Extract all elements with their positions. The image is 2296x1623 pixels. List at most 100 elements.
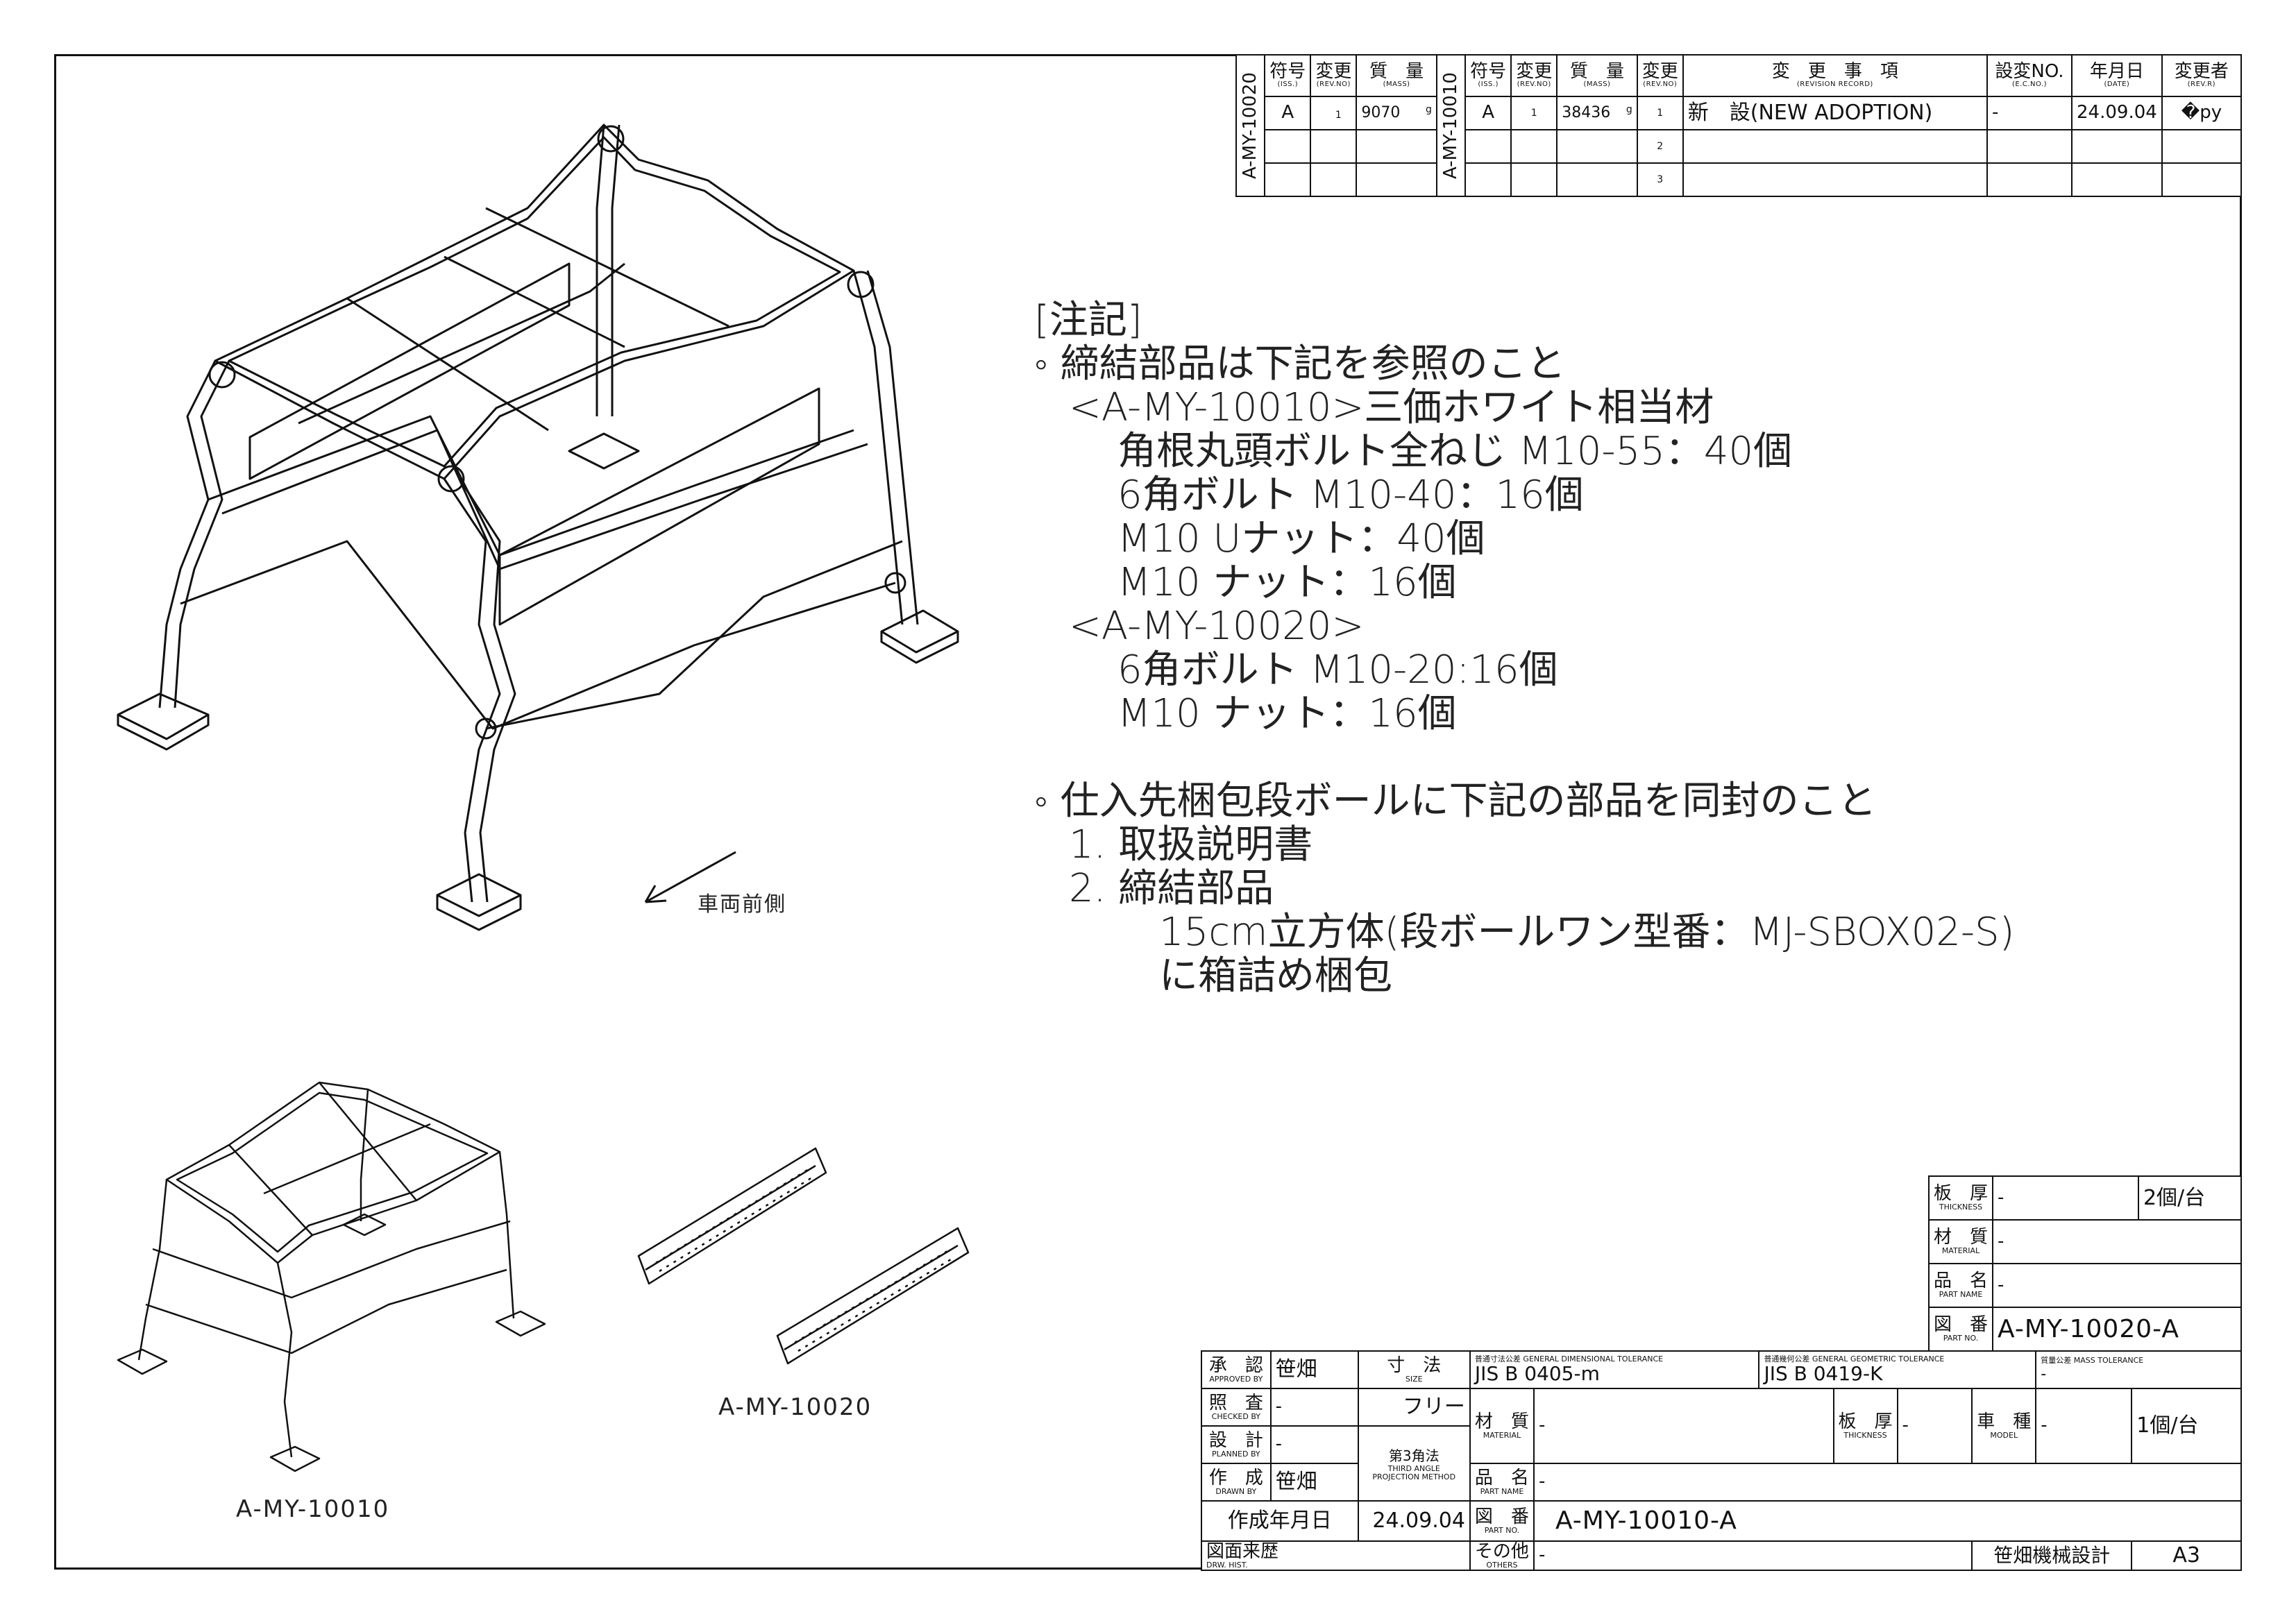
- notes-line: <A-MY-10020>: [1069, 604, 1365, 649]
- part-a-mass: 9070 g: [1356, 96, 1437, 130]
- tb-sheet: A3: [2131, 1540, 2242, 1571]
- rev-row-record: 新 設(NEW ADOPTION): [1682, 96, 1988, 130]
- hdr-mass: 質 量: [1569, 61, 1624, 83]
- tb-model-label: 車 種: [1977, 1411, 2032, 1432]
- hdr-reviser-en: (REV.R): [2187, 80, 2216, 89]
- rev-row-reviser: [2161, 162, 2243, 197]
- hdr-record: 変 更 事 項: [1771, 61, 1898, 83]
- pt-partno: A-MY-10020-A: [1992, 1307, 2242, 1352]
- part-a-issue: A: [1264, 96, 1312, 130]
- tb-geo-tol: JIS B 0419-K: [1764, 1361, 1883, 1385]
- part-b-code: A-MY-10010: [1436, 55, 1466, 196]
- hdr-rev: 変更: [1315, 61, 1352, 83]
- front-direction-label: 車両前側: [698, 892, 786, 917]
- hdr-ecno: 設変NO.: [1995, 61, 2064, 83]
- tb-others-label: その他: [1474, 1541, 1529, 1562]
- notes-line: 15cm立方体(段ボールワン型番：MJ-SBOX02-S): [1159, 910, 2015, 955]
- part-a-code: A-MY-10020: [1236, 55, 1265, 196]
- notes-line: に箱詰め梱包: [1159, 953, 1392, 999]
- pt-name: -: [1992, 1263, 2242, 1308]
- tb-model-en: MODEL: [1990, 1430, 2018, 1440]
- pt-material-label: 材 質: [1934, 1227, 1989, 1248]
- tb-material-label: 材 質: [1474, 1411, 1529, 1432]
- hdr-issue: 符号: [1470, 61, 1507, 83]
- tb-size-en: SIZE: [1405, 1374, 1423, 1384]
- tb-history-label: 図面来歴: [1206, 1541, 1279, 1562]
- rev-row-date: [2071, 129, 2163, 164]
- tb-created-label: 作成年月日: [1201, 1500, 1359, 1542]
- part-b-rev: 1: [1510, 96, 1558, 130]
- notes-heading: [注記]: [1034, 298, 1142, 343]
- tb-history-en: DRW. HIST.: [1206, 1560, 1248, 1570]
- tb-dim-tol-label: 普通寸法公差 GENERAL DIMENSIONAL TOLERANCE: [1474, 1354, 1664, 1364]
- rev-row-no: 2: [1636, 129, 1684, 164]
- notes-line: 1. 取扱説明書: [1069, 822, 1313, 867]
- tb-drawn: 笹畑: [1269, 1463, 1359, 1502]
- pt-name-en: PART NAME: [1939, 1290, 1983, 1300]
- tb-approved-label: 承 認: [1208, 1354, 1263, 1376]
- tb-name: -: [1533, 1463, 2243, 1502]
- hdr-rev: 変更: [1641, 61, 1678, 83]
- tb-drawn-label: 作 成: [1208, 1467, 1263, 1488]
- tb-planned: -: [1269, 1425, 1359, 1464]
- notes-block: [注記] ◦ 締結部品は下記を参照のこと <A-MY-10010>三価ホワイト相…: [1034, 298, 2014, 998]
- tb-created: 24.09.04: [1357, 1500, 1471, 1542]
- tb-projection-en1: THIRD ANGLE: [1387, 1464, 1440, 1474]
- hdr-mass-en: (MASS): [1383, 80, 1410, 89]
- hdr-issue: 符号: [1269, 61, 1306, 83]
- tb-approved-en: APPROVED BY: [1209, 1374, 1263, 1384]
- pt-name-label: 品 名: [1934, 1271, 1989, 1292]
- pt-partno-label: 図 番: [1934, 1314, 1989, 1336]
- tb-thickness-label: 板 厚: [1838, 1411, 1893, 1432]
- tb-material: -: [1533, 1388, 1834, 1464]
- tb-checked-en: CHECKED BY: [1211, 1411, 1261, 1421]
- frame-10010-small: [117, 1081, 546, 1472]
- notes-line: 2. 締結部品: [1069, 866, 1274, 911]
- hdr-date-en: (DATE): [2104, 80, 2130, 89]
- tb-company: 笹畑機械設計: [1971, 1540, 2133, 1571]
- part-b-mass-unit: g: [1626, 104, 1632, 116]
- notes-line: M10 ナット：16個: [1117, 691, 1457, 736]
- hdr-rev-en: (REV.NO): [1316, 80, 1351, 89]
- tb-projection-en2: PROJECTION METHOD: [1372, 1472, 1456, 1481]
- hdr-mass: 質 量: [1369, 61, 1424, 83]
- pt-thickness-en: THICKNESS: [1939, 1203, 1983, 1212]
- tb-others-en: OTHERS: [1486, 1560, 1518, 1570]
- hdr-rev: 変更: [1516, 61, 1553, 83]
- rev-row-no: 3: [1636, 162, 1684, 197]
- tb-drawn-en: DRAWN BY: [1215, 1486, 1257, 1496]
- rev-row-record: [1682, 162, 1988, 197]
- rev-row-date: 24.09.04: [2071, 96, 2163, 130]
- pt-material: -: [1992, 1219, 2242, 1264]
- tb-mass-tol: -: [2041, 1366, 2047, 1384]
- rail-10020-upper: [637, 1147, 827, 1285]
- tb-dim-tol: JIS B 0405-m: [1474, 1361, 1600, 1385]
- rev-row-reviser: �py: [2161, 96, 2243, 130]
- tb-qty: 1個/台: [2131, 1388, 2242, 1464]
- rev-row-no: 1: [1636, 96, 1684, 130]
- front-direction-arrow: [645, 851, 736, 903]
- rev-triangle: 1: [1335, 110, 1342, 121]
- notes-line: M10 Uナット：40個: [1117, 516, 1485, 561]
- notes-spacer: [1034, 736, 2014, 779]
- tb-approved: 笹畑: [1269, 1350, 1359, 1389]
- tb-name-en: PART NAME: [1480, 1486, 1524, 1496]
- pt-thickness-label: 板 厚: [1934, 1183, 1989, 1205]
- notes-line: <A-MY-10010>三価ホワイト相当材: [1069, 385, 1714, 430]
- revision-table: A-MY-10020 符号(ISS.) 変更(REV.NO) 質 量(MASS)…: [1235, 54, 2243, 197]
- hdr-reviser: 変更者: [2174, 61, 2229, 83]
- part-a-mass-value: 9070: [1361, 104, 1401, 122]
- tb-projection: 第3角法: [1388, 1447, 1440, 1464]
- pt-thickness: -: [1992, 1175, 2139, 1221]
- notes-line: ◦ 締結部品は下記を参照のこと: [1034, 341, 1566, 386]
- tb-others: -: [1533, 1540, 1973, 1571]
- pt-material-en: MATERIAL: [1941, 1246, 1980, 1256]
- tb-checked-label: 照 査: [1208, 1392, 1263, 1413]
- pt-qty: 2個/台: [2137, 1175, 2243, 1221]
- tb-model: -: [2035, 1388, 2133, 1464]
- tb-planned-en: PLANNED BY: [1212, 1449, 1260, 1459]
- rev-row-ecno: -: [1986, 96, 2073, 130]
